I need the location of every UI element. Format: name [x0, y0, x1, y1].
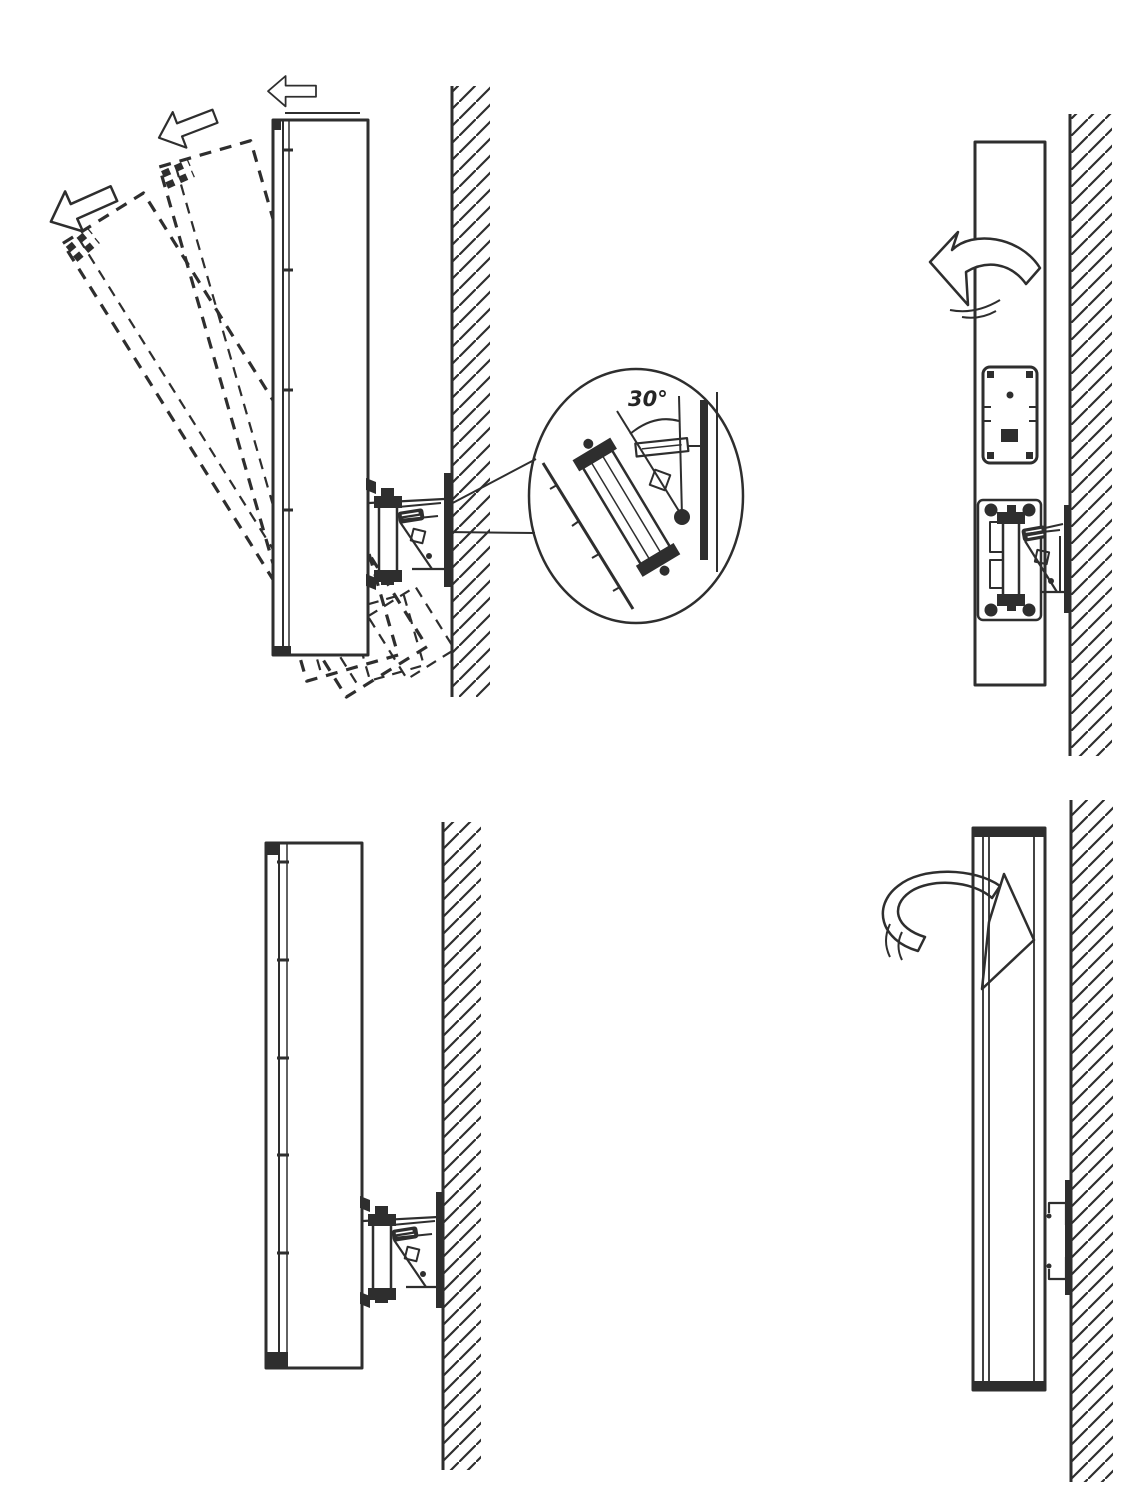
motion-line [897, 931, 903, 961]
angle-line-tilted [616, 410, 683, 517]
tilt-arrow-2 [151, 97, 223, 157]
wall [1065, 800, 1113, 1482]
figure-rotate-front-view [928, 114, 1112, 756]
tilt-angle-label: 30° [628, 387, 668, 411]
callout-leader-top [446, 458, 537, 507]
bracket-side [358, 1194, 442, 1310]
detail-square-hole [648, 468, 672, 492]
wall [436, 822, 481, 1470]
motion-line [961, 310, 997, 319]
bracket-bolt [1022, 503, 1036, 517]
wall-mount-plate [1065, 1180, 1072, 1295]
panel-side-view [271, 112, 370, 657]
angle-line-vertical [678, 395, 683, 517]
rotate-arrow [928, 230, 1042, 319]
figure-tilt-side-view [40, 75, 537, 711]
plate-screw-hole [1006, 391, 1014, 399]
detail-pivot-bolt [674, 509, 690, 525]
bracket-bolt [984, 603, 998, 617]
detail-rail [572, 437, 681, 577]
wall-hatch [452, 86, 490, 697]
detail-panel-edge [541, 462, 635, 610]
wall-hatch [1071, 800, 1113, 1482]
panel-edge-view [971, 826, 1047, 1392]
plate-slot [1001, 429, 1018, 442]
wall-hatch [1070, 114, 1112, 756]
wall [1064, 114, 1112, 756]
bracket-bolt [1022, 603, 1036, 617]
figure-swivel-edge-view [881, 800, 1113, 1482]
wall-hook-lower [1046, 1257, 1068, 1281]
keyhole-plate [981, 365, 1039, 465]
detail-wall-plate [700, 400, 708, 560]
tilt-arrow-1 [267, 75, 317, 108]
angle-arc [629, 418, 680, 435]
wall-hatch [443, 822, 481, 1470]
panel-side-view [264, 841, 364, 1370]
wall-mount-plate [436, 1192, 444, 1308]
detail-callout-circle: 30° [527, 367, 745, 625]
wall-mount-plate [444, 473, 452, 587]
bracket-bolt [984, 503, 998, 517]
figure-flat-side-view [264, 822, 481, 1470]
detail-hinge-arm [634, 437, 690, 458]
bracket-side [364, 476, 448, 592]
motion-line [885, 923, 891, 958]
callout-leader-bottom [446, 531, 536, 534]
wall-mount-plate [1064, 505, 1071, 613]
wall-hook-upper [1046, 1201, 1068, 1225]
bracket-front [976, 498, 1064, 622]
swivel-arrow [881, 870, 1036, 991]
tilt-arrow-3 [40, 172, 125, 243]
motion-line [949, 299, 1001, 313]
tilt-position-2-outline [63, 181, 455, 711]
wall [444, 86, 490, 697]
